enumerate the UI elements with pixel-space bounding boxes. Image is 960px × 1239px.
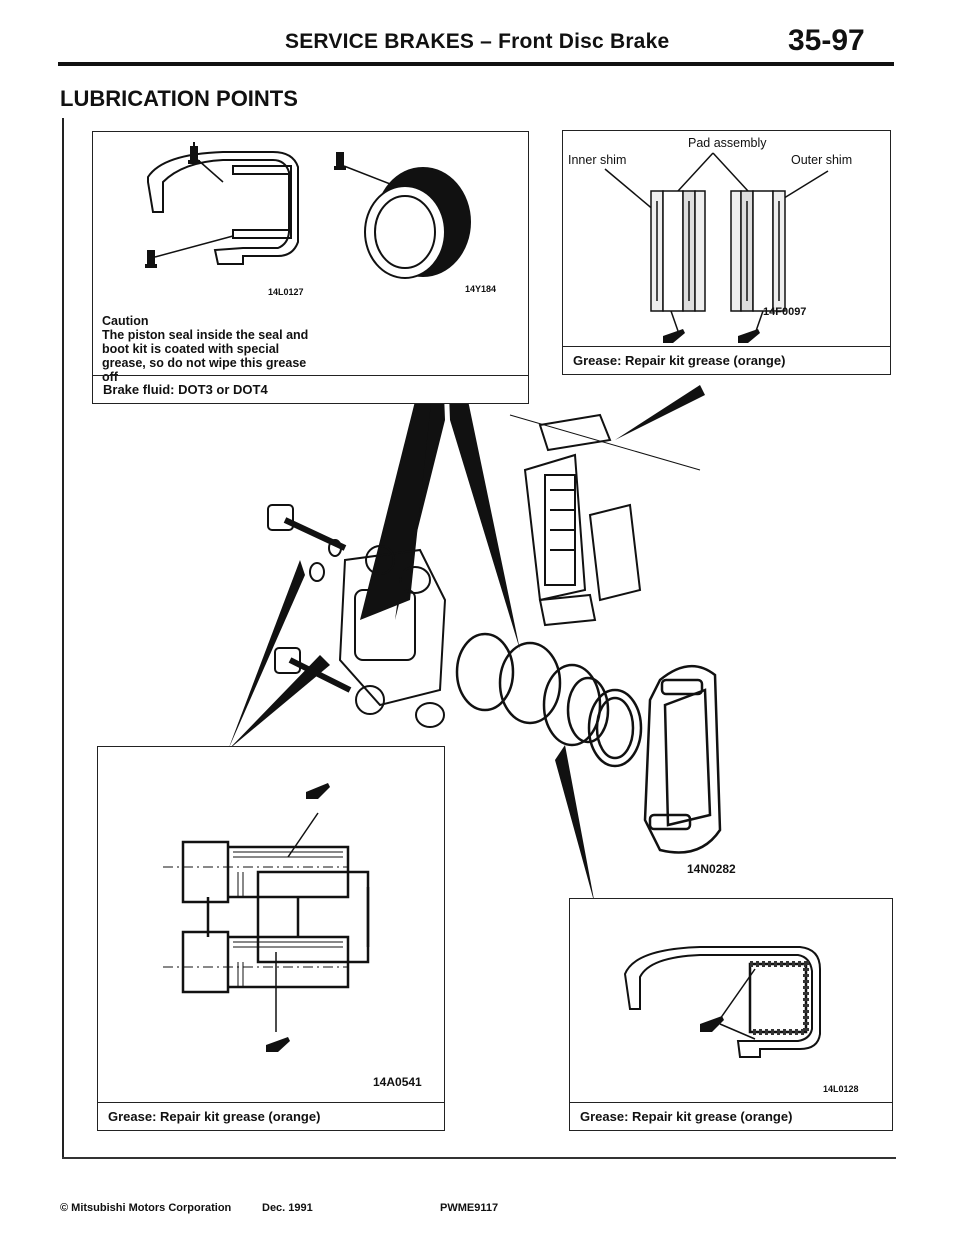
caution-line: grease, so do not wipe this grease: [102, 356, 307, 370]
caliper-seal-illustration: [145, 142, 471, 279]
frame-bottom-rule: [62, 1157, 896, 1159]
panel-top-left: 14L0127 14Y184 Caution The piston seal i…: [92, 131, 529, 404]
caution-line: boot kit is coated with special: [102, 342, 280, 356]
header-rule: [58, 62, 894, 66]
figure-code-14y184: 14Y184: [465, 284, 497, 294]
caution-line: off: [102, 370, 118, 384]
figure-code-14l0127: 14L0127: [268, 287, 304, 297]
grease-gun-icon: [663, 329, 760, 343]
frame-left-rule: [62, 118, 64, 1158]
caution-title: Caution: [102, 314, 149, 328]
section-title: LUBRICATION POINTS: [60, 86, 298, 111]
figure-code-14l0128: 14L0128: [823, 1084, 859, 1094]
footer-doc-code: PWME9117: [440, 1202, 499, 1214]
caption-grease-pads: Grease: Repair kit grease (orange): [563, 346, 890, 374]
caution-line: The piston seal inside the seal and: [102, 328, 309, 342]
caption-grease-caliper: Grease: Repair kit grease (orange): [98, 1102, 444, 1130]
label-inner-shim: Inner shim: [568, 153, 627, 167]
figure-code-14f0097: 14F0097: [763, 306, 807, 318]
page-number: 35-97: [788, 24, 865, 57]
caliper-cross-section-illustration: [163, 783, 370, 1052]
caption-brake-fluid: Brake fluid: DOT3 or DOT4: [93, 375, 528, 403]
panel-bottom-left: 14A0541 Grease: Repair kit grease (orang…: [97, 746, 445, 1131]
footer-copyright: © Mitsubishi Motors Corporation: [60, 1202, 232, 1214]
figure-code-14n0282: 14N0282: [687, 862, 736, 876]
label-pad-assembly: Pad assembly: [688, 136, 767, 150]
grease-gun-icon: [700, 1016, 724, 1032]
caliper-bore-illustration: [623, 946, 821, 1058]
caution-note: Caution The piston seal inside the seal …: [102, 314, 308, 384]
page-header-title: SERVICE BRAKES – Front Disc Brake: [285, 30, 670, 53]
grease-gun-icon: [266, 783, 330, 1052]
grease-tube-icon: [145, 142, 200, 268]
panel-top-right: Pad assembly Inner shim Outer shim: [562, 130, 891, 375]
panel-bottom-right: 14L0128 Grease: Repair kit grease (orang…: [569, 898, 893, 1131]
figure-code-14a0541: 14A0541: [373, 1075, 422, 1089]
footer-date: Dec. 1991: [262, 1202, 313, 1214]
label-outer-shim: Outer shim: [791, 153, 853, 167]
pad-shim-illustration: [604, 152, 829, 343]
caption-grease-bore: Grease: Repair kit grease (orange): [570, 1102, 892, 1130]
